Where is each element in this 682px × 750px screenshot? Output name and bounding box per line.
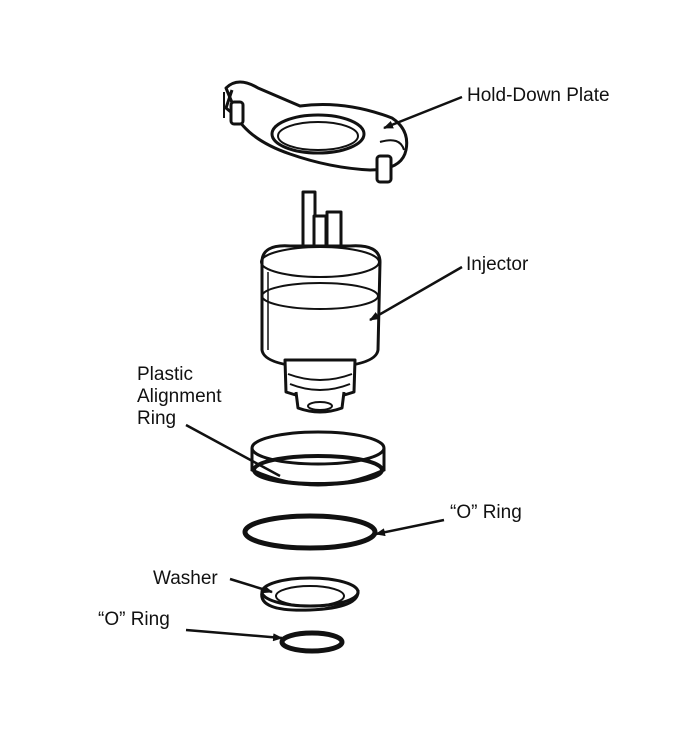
o-ring-upper — [242, 513, 378, 551]
hold-down-plate — [223, 80, 409, 184]
o-ring-lower-arrow — [185, 628, 283, 642]
hold-down-plate-arrow — [383, 95, 463, 130]
injector-arrow — [369, 265, 463, 322]
plastic-label-line-1: Plastic — [137, 364, 193, 385]
injector — [260, 190, 382, 414]
washer — [260, 576, 360, 612]
o-ring-lower — [279, 630, 345, 654]
plastic-label-line-2: Alignment — [137, 386, 222, 407]
o-ring-upper-arrow — [375, 518, 445, 537]
washer-arrow — [229, 577, 273, 594]
o-ring-upper-label: “O” Ring — [450, 502, 522, 523]
hold-down-plate-label: Hold-Down Plate — [467, 85, 610, 106]
injector-label: Injector — [466, 254, 529, 275]
plastic-alignment-ring — [250, 430, 386, 487]
plastic-label-line-3: Ring — [137, 408, 177, 429]
plastic-ring-leader — [185, 423, 281, 478]
washer-label: Washer — [153, 568, 218, 589]
plastic-alignment-ring-label: Plastic Alignment Ring — [137, 364, 222, 430]
o-ring-lower-label: “O” Ring — [98, 609, 170, 630]
